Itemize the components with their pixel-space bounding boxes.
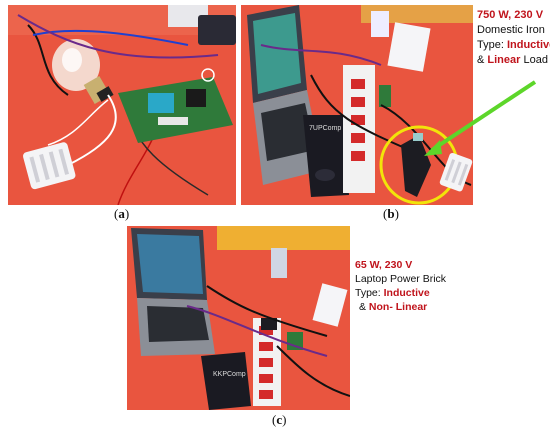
domestic-iron: [401, 135, 431, 197]
annotation-b-amp: &: [477, 54, 488, 66]
caption-c: (c): [272, 412, 287, 427]
mouse-pad: [303, 115, 349, 197]
caption-b-letter: b: [387, 206, 395, 221]
annotation-b-type-value: Inductive: [506, 39, 550, 51]
annotation-b-load-suffix: Load: [520, 54, 548, 66]
photo-panel-a: [8, 5, 236, 205]
annotation-area-c: [350, 226, 435, 346]
annotation-b-load-kind: Linear: [487, 54, 521, 66]
annotation-area-b: [473, 5, 550, 205]
black-device: [198, 15, 236, 45]
notepad-c: [312, 283, 348, 327]
caption-a-letter: a: [118, 206, 125, 221]
caption-b: (b): [383, 206, 399, 221]
annotation-c-amp: &: [359, 301, 369, 313]
power-brick-plug: [261, 318, 277, 330]
wall-plug: [22, 142, 76, 190]
svg-text:KKPComp: KKPComp: [213, 371, 246, 378]
annotation-c-type-value: Inductive: [383, 287, 430, 299]
notepad: [387, 22, 431, 72]
photo-panel-b: 7UPComp: [241, 5, 473, 205]
relay-module: [148, 93, 174, 113]
annotation-b-device: Domestic Iron: [477, 24, 545, 36]
pen-cup: [271, 248, 287, 278]
annotation-c-power: 65 W, 230 V: [355, 259, 413, 271]
arrow-b: [430, 80, 537, 152]
iron-plug: [439, 152, 473, 192]
caption-a: (a): [114, 206, 130, 221]
annotation-b-type-prefix: Type:: [477, 39, 507, 51]
svg-text:7UPComp: 7UPComp: [309, 125, 341, 132]
phone-box: [371, 11, 389, 37]
photo-panel-c: KKPComp: [127, 226, 350, 410]
annotation-b-power: 750 W, 230 V: [477, 9, 544, 21]
annotation-b: 750 W, 230 V Domestic Iron Type: Inducti…: [477, 8, 550, 68]
annotation-c: 65 W, 230 V Laptop Power Brick Type: Ind…: [355, 258, 446, 314]
annotation-c-device: Laptop Power Brick: [355, 273, 447, 285]
annotation-c-load-kind: Non- Linear: [368, 301, 428, 313]
annotation-c-type-prefix: Type:: [355, 287, 384, 299]
arrowhead-b: [424, 140, 442, 156]
caption-c-letter: c: [276, 412, 283, 427]
mouse-pad-c: [201, 352, 251, 410]
